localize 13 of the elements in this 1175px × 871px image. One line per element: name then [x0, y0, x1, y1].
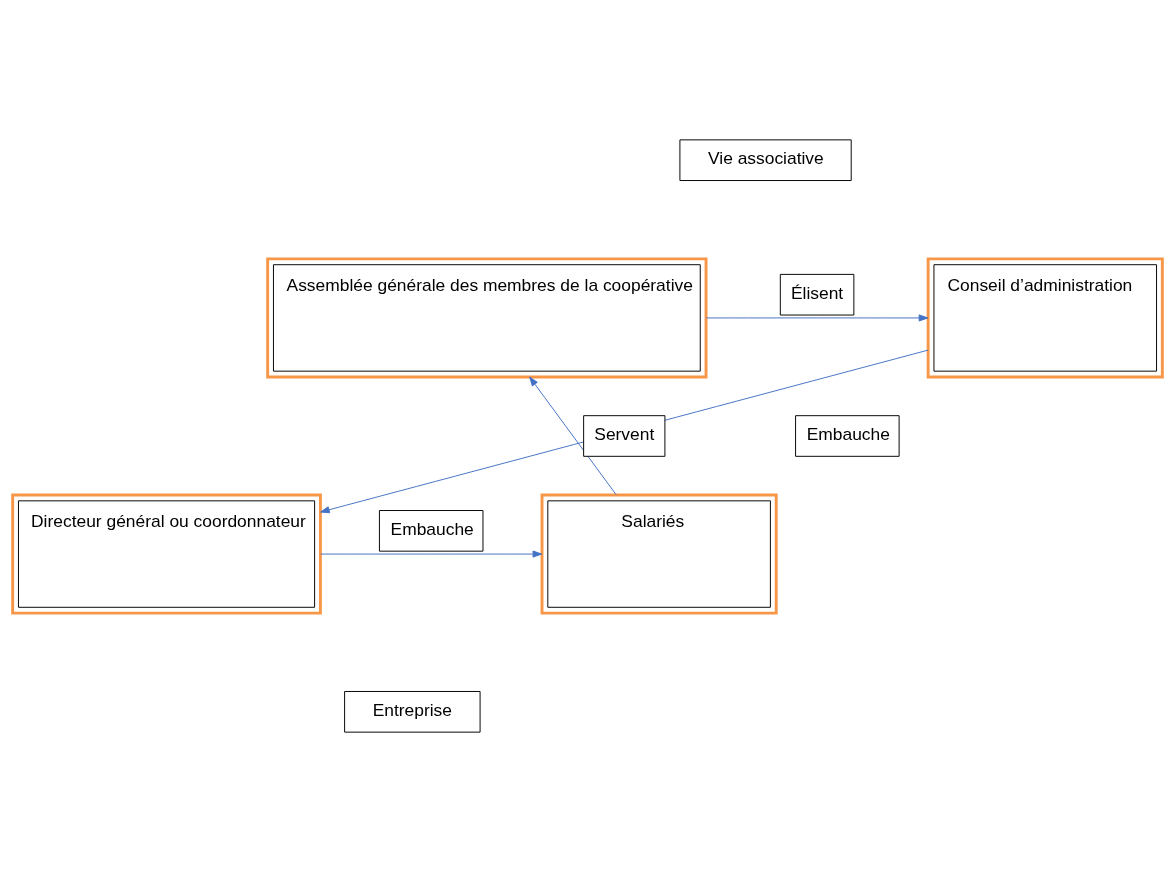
node-box: Directeur général ou coordonnateur — [11, 493, 322, 615]
arrow — [320, 550, 543, 558]
edge-label: Élisent — [790, 282, 844, 303]
arrow — [529, 376, 617, 495]
node-box: Salariés — [540, 493, 778, 615]
node-box: Conseil d’administration — [926, 256, 1164, 378]
node-box: Entreprise — [344, 690, 481, 733]
node-box: Assemblée générale des membres de la coopérative — [266, 256, 708, 378]
node-box: Vie associative — [679, 138, 852, 181]
arrow — [705, 313, 929, 321]
edge-label: Embauche — [390, 518, 474, 539]
edge-label: Embauche — [806, 423, 890, 444]
edge-label: Servent — [594, 423, 655, 444]
